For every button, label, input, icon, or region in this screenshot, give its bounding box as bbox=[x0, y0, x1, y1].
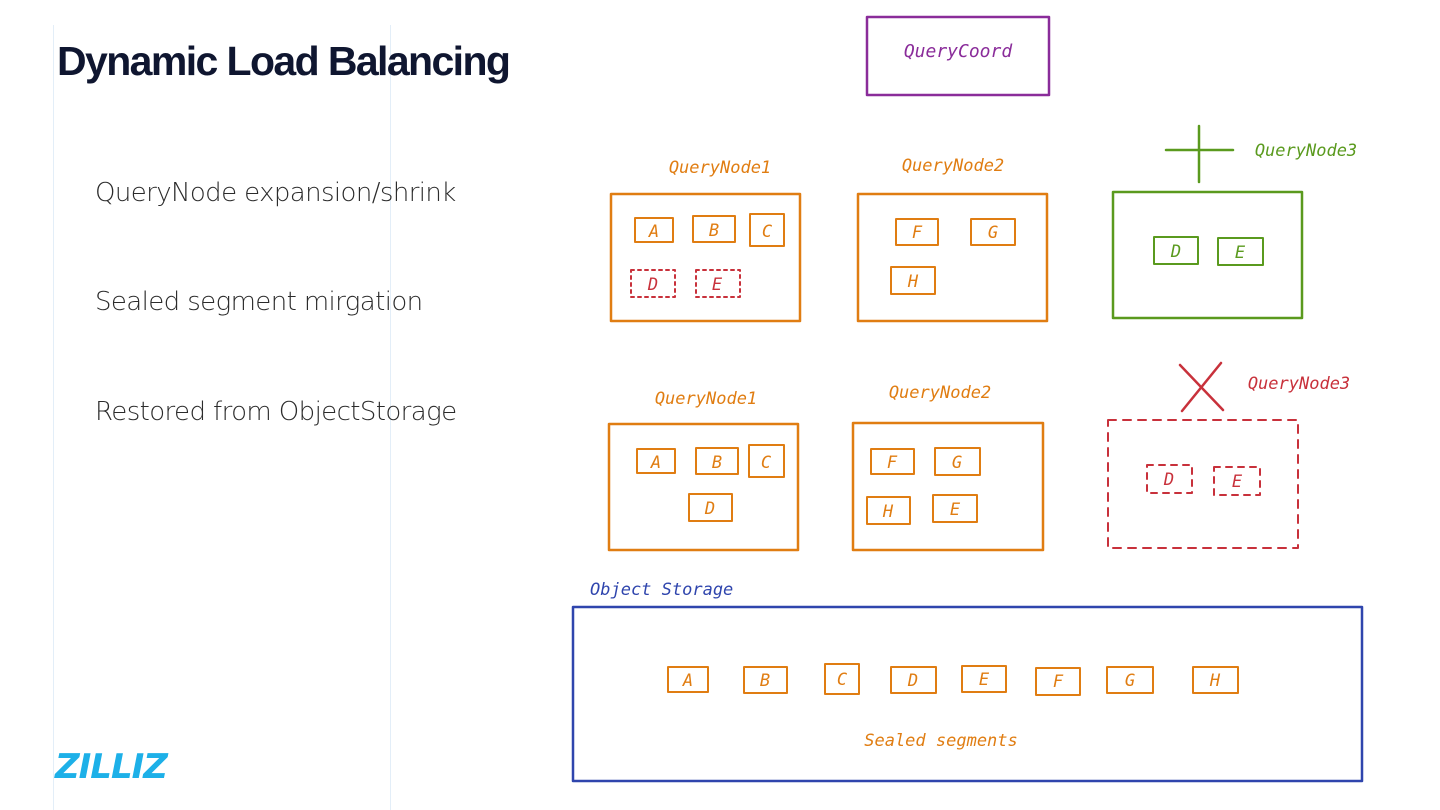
bottom-node2-label: QueryNode2 bbox=[889, 383, 991, 403]
bottom-node2-seg-e: E bbox=[950, 500, 961, 520]
storage-seg-g: G bbox=[1125, 671, 1135, 691]
bottom-node1-seg-c: C bbox=[761, 453, 772, 473]
query-coord-label: QueryCoord bbox=[904, 41, 1014, 62]
top-node1-leaving-d: D bbox=[647, 275, 658, 295]
remove-x-icon bbox=[1178, 361, 1225, 413]
bottom-node2-seg-g: G bbox=[952, 453, 962, 473]
storage-seg-f: F bbox=[1053, 672, 1064, 692]
bottom-node1-label: QueryNode1 bbox=[655, 389, 757, 409]
storage-seg-d: D bbox=[907, 671, 918, 691]
sealed-segments-caption: Sealed segments bbox=[864, 731, 1018, 751]
storage-seg-a: A bbox=[682, 671, 693, 691]
storage-seg-e: E bbox=[979, 670, 990, 690]
zilliz-logo: ZILLIZ bbox=[55, 747, 168, 787]
bottom-node1-seg-a: A bbox=[650, 453, 661, 473]
bullet-restore: Restored from ObjectStorage bbox=[95, 397, 457, 427]
bottom-node2-seg-f: F bbox=[887, 453, 898, 473]
bullet-migration: Sealed segment mirgation bbox=[95, 287, 423, 317]
plus-icon bbox=[1164, 124, 1235, 184]
top-node3-seg-d: D bbox=[1170, 242, 1181, 262]
guide-line-left bbox=[53, 25, 54, 810]
top-node1-seg-b: B bbox=[709, 221, 719, 241]
bottom-querynode2: QueryNode2 F G H E bbox=[851, 383, 1045, 552]
guide-line-right bbox=[390, 25, 391, 810]
top-node2-seg-h: H bbox=[907, 272, 919, 292]
bottom-node3-seg-e: E bbox=[1232, 472, 1243, 492]
top-node2-seg-f: F bbox=[912, 223, 923, 243]
top-node2-label: QueryNode2 bbox=[902, 156, 1004, 176]
bottom-node1-seg-d: D bbox=[704, 499, 715, 519]
top-node1-leaving-e: E bbox=[712, 275, 723, 295]
top-node3-seg-e: E bbox=[1235, 243, 1246, 263]
top-node1-label: QueryNode1 bbox=[669, 158, 771, 178]
storage-seg-h: H bbox=[1209, 671, 1221, 691]
bottom-querynode1: QueryNode1 A B C D bbox=[607, 389, 800, 552]
top-node2-seg-g: G bbox=[988, 223, 998, 243]
top-querynode1: QueryNode1 A B C D E bbox=[609, 158, 802, 323]
top-querynode2: QueryNode2 F G H bbox=[856, 156, 1049, 323]
object-storage: Object Storage A B C D E F G H Sealed se… bbox=[571, 580, 1364, 783]
top-querynode3-added: QueryNode3 D E bbox=[1111, 124, 1357, 320]
top-node1-seg-c: C bbox=[762, 222, 773, 242]
slide-title: Dynamic Load Balancing bbox=[57, 38, 511, 84]
bottom-querynode3-removed: QueryNode3 D E bbox=[1107, 361, 1350, 549]
bottom-node3-label: QueryNode3 bbox=[1248, 374, 1350, 394]
top-node3-label: QueryNode3 bbox=[1255, 141, 1357, 161]
storage-seg-c: C bbox=[837, 670, 848, 690]
bullet-expansion: QueryNode expansion/shrink bbox=[95, 178, 456, 208]
query-coord: QueryCoord bbox=[865, 15, 1051, 97]
bottom-node2-seg-h: H bbox=[882, 502, 894, 522]
object-storage-label: Object Storage bbox=[590, 580, 733, 600]
bottom-node1-seg-b: B bbox=[712, 453, 722, 473]
top-node1-seg-a: A bbox=[648, 222, 659, 242]
bottom-node3-seg-d: D bbox=[1163, 470, 1174, 490]
storage-seg-b: B bbox=[760, 671, 770, 691]
